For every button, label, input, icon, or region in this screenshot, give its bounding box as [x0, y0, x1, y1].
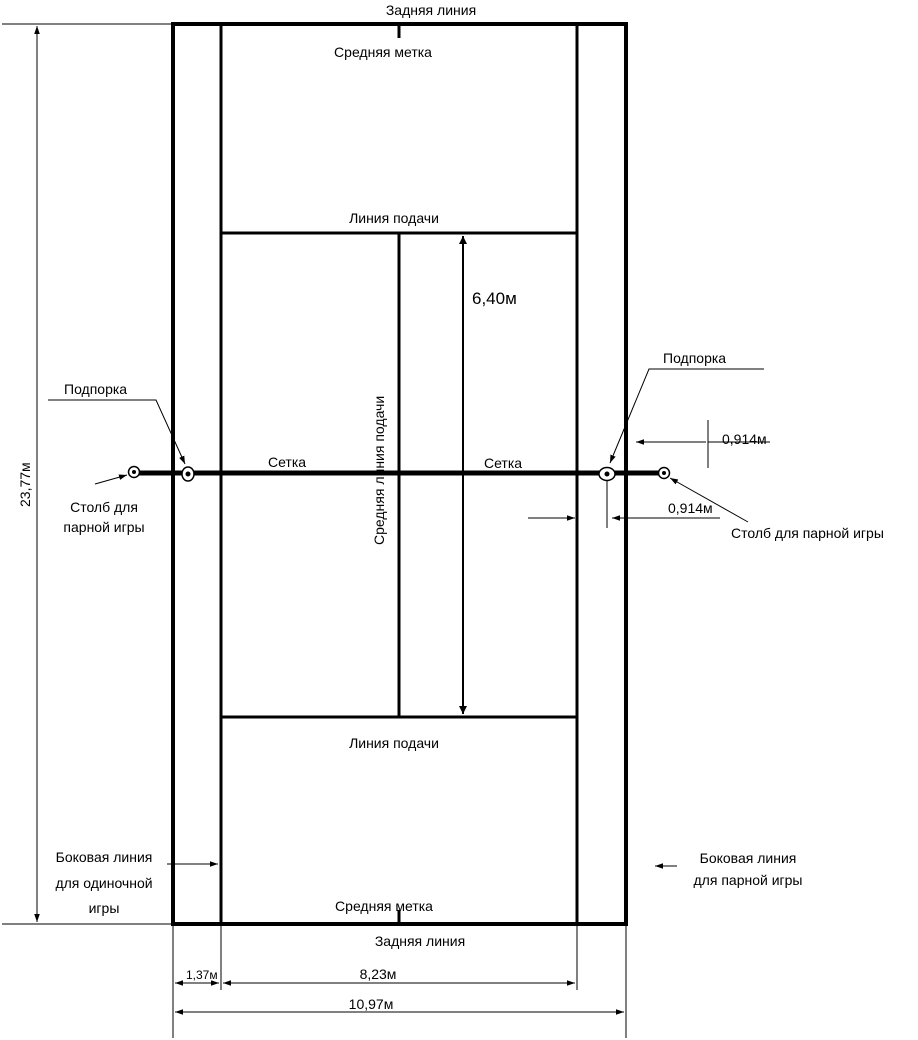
support-offset-label: 0,914м	[722, 431, 767, 447]
doubles-post-right	[657, 466, 671, 480]
post-left-leader	[94, 474, 128, 485]
post-right-label: Столб для парной игры	[731, 525, 884, 541]
center-mark-top-label: Средняя метка	[334, 44, 432, 60]
service-box-length-label: 6,40м	[472, 289, 517, 308]
singles-sideline-label-line1: Боковая линия	[56, 849, 153, 865]
center-service-line-label: Средняя линия подачи	[371, 396, 387, 545]
alley-width-label: 1,37м	[186, 968, 218, 982]
post-left-label-line1: Столб для	[70, 499, 138, 515]
post-offset-label: 0,914м	[668, 500, 713, 516]
post-right-leader	[669, 477, 749, 523]
support-left	[181, 466, 195, 482]
singles-sideline-label-line3: игры	[89, 900, 120, 916]
doubles-sideline-label-line1: Боковая линия	[700, 850, 797, 866]
support-right-label: Подпорка	[663, 350, 726, 366]
support-left-label: Подпорка	[64, 381, 127, 397]
center-mark-bottom-label: Средняя метка	[335, 898, 433, 914]
support-right	[598, 466, 616, 482]
singles-width-label: 8,23м	[360, 966, 397, 982]
doubles-width-label: 10,97м	[349, 996, 394, 1012]
post-left-label-line2: парной игры	[63, 519, 144, 535]
baseline-top-label: Задняя линия	[386, 2, 476, 18]
support-left-leader	[48, 399, 186, 465]
doubles-sideline-label-line2: для парной игры	[694, 872, 803, 888]
singles-sideline-label-line2: для одиночной	[55, 875, 152, 891]
doubles-post-left	[127, 465, 141, 479]
service-line-top-label: Линия подачи	[349, 210, 439, 226]
court-length-label: 23,77м	[17, 462, 33, 507]
net-left-label: Сетка	[268, 454, 306, 470]
support-right-leader	[609, 368, 764, 464]
net-right-label: Сетка	[484, 455, 522, 471]
baseline-bottom-label: Задняя линия	[375, 933, 465, 949]
service-line-bottom-label: Линия подачи	[349, 735, 439, 751]
